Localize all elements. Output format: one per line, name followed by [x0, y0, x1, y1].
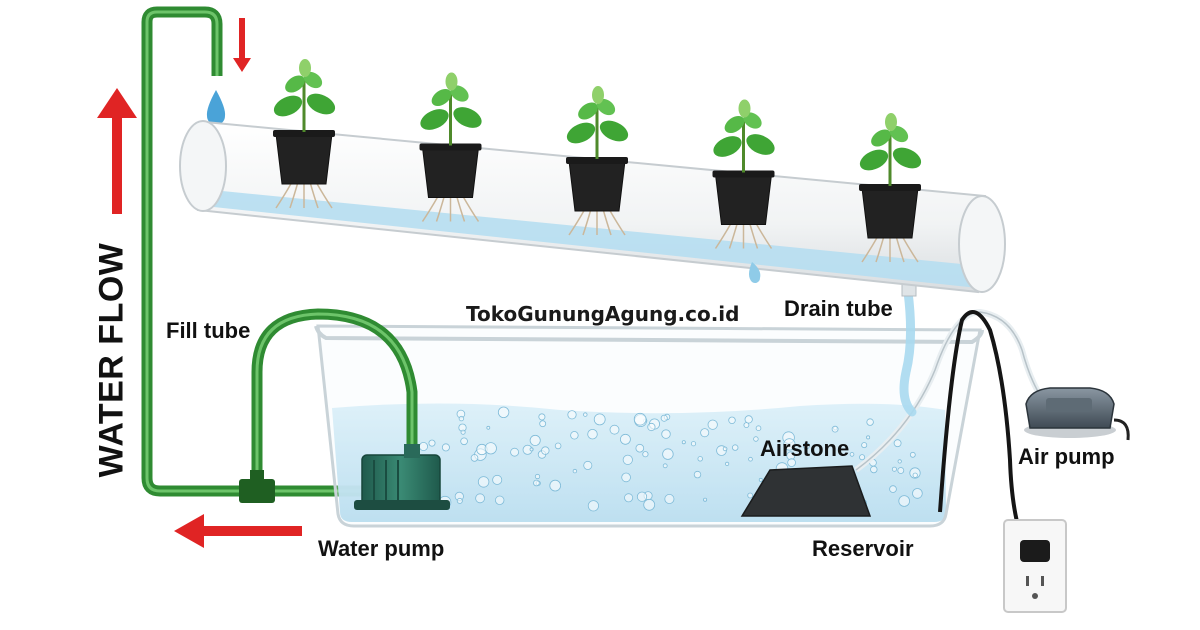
power-cord	[938, 310, 1028, 549]
reservoir-label: Reservoir	[812, 536, 914, 561]
plant-row	[273, 59, 922, 263]
plant	[273, 59, 336, 209]
flow-arrow-left-icon	[174, 514, 302, 548]
wall-outlet	[1003, 519, 1067, 613]
fill-tube-label: Fill tube	[166, 318, 251, 343]
air-pump	[1024, 387, 1130, 441]
airstone	[740, 465, 872, 517]
plant	[859, 113, 922, 263]
plant	[419, 72, 482, 222]
drain-stream	[899, 287, 917, 417]
air-pump-label: Air pump	[1018, 444, 1115, 469]
water-pump-label: Water pump	[318, 536, 445, 561]
airstone-label: Airstone	[760, 436, 850, 461]
water-flow-label: WATER FLOW	[92, 242, 131, 478]
flow-arrow-up-icon	[97, 88, 137, 214]
water-drop-icon	[206, 90, 226, 125]
drain-tube-label: Drain tube	[784, 296, 893, 321]
water-pump	[354, 444, 450, 510]
flow-arrow-down-icon	[233, 18, 251, 72]
watermark-text: TokoGunungAgung.co.id	[466, 302, 740, 326]
plant	[712, 99, 775, 249]
tee-connector	[239, 479, 275, 503]
plant	[566, 86, 629, 236]
